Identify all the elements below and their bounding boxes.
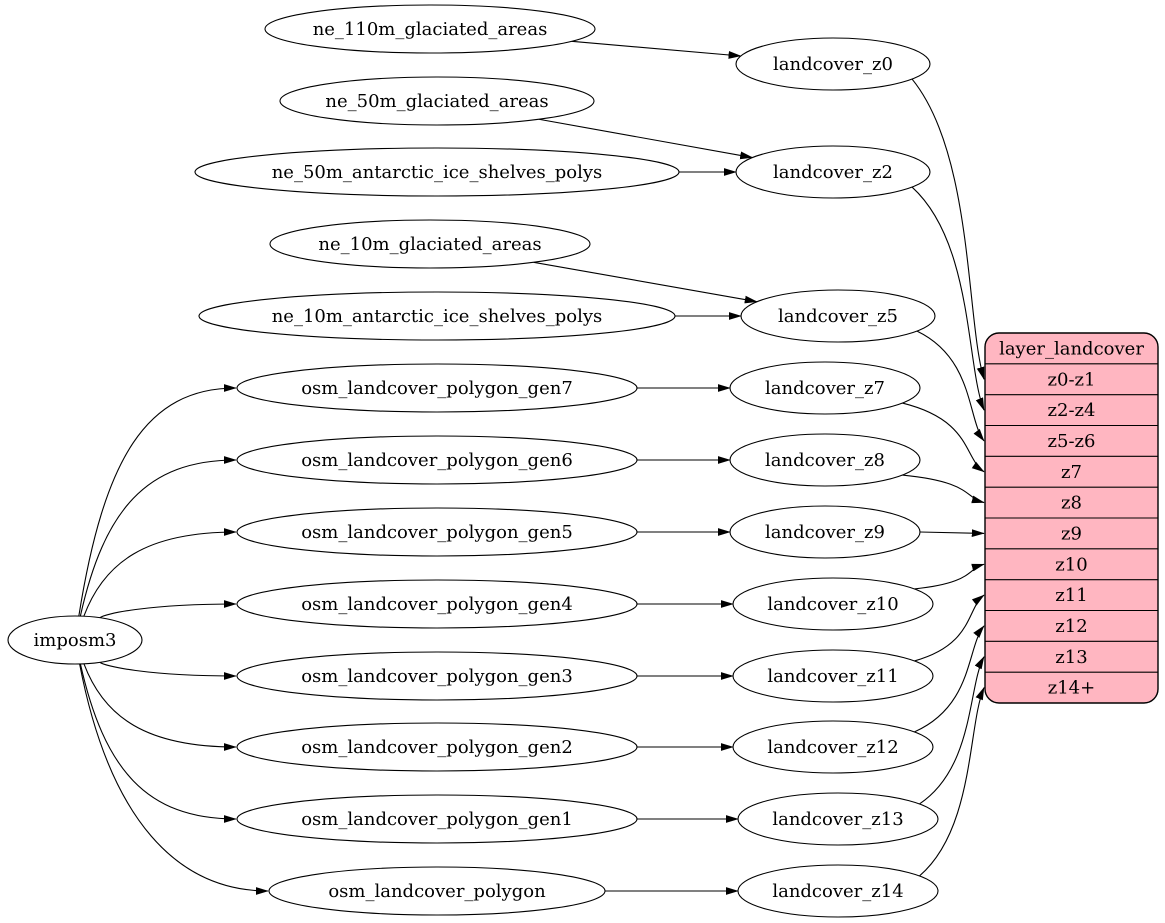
labels-layer: imposm3 ne_110m_glaciated_areas ne_50m_gla… [34, 19, 1145, 902]
node-label-osm_landcover_polygon_gen4: osm_landcover_polygon_gen4 [301, 594, 573, 615]
edge-imposm3-to-osm_landcover_polygon_gen5 [83, 528, 237, 617]
node-label-osm_landcover_polygon_gen5: osm_landcover_polygon_gen5 [301, 522, 573, 543]
edge-imposm3-to-osm_landcover_polygon_gen2 [83, 663, 237, 751]
node-osm_landcover_polygon_gen4 [236, 579, 638, 629]
node-landcover_z5 [740, 289, 936, 343]
node-label-landcover_z0: landcover_z0 [773, 54, 893, 75]
edge-landcover_z11-to-z11 [914, 594, 985, 662]
node-osm_landcover_polygon [268, 866, 606, 916]
edge-landcover_z9-to-z9 [919, 529, 985, 538]
edge-imposm3-to-osm_landcover_polygon_gen1 [79, 663, 237, 823]
edge-imposm3-to-osm_landcover_polygon_gen4 [99, 600, 237, 619]
node-label-ne_10m_antarctic_ice_shelves_polys: ne_10m_antarctic_ice_shelves_polys [272, 306, 603, 327]
node-label-osm_landcover_polygon_gen6: osm_landcover_polygon_gen6 [301, 450, 573, 471]
record-row-z8: z8 [1061, 493, 1082, 514]
record-row-z9: z9 [1061, 523, 1082, 544]
record-row-z7: z7 [1061, 462, 1082, 483]
record-row-z10: z10 [1055, 554, 1087, 575]
edge-imposm3-to-osm_landcover_polygon_gen7 [78, 384, 237, 617]
edge-imposm3-to-osm_landcover_polygon [79, 663, 269, 895]
edge-landcover_z12-to-z12 [914, 625, 985, 733]
node-landcover_z9 [729, 505, 921, 559]
node-landcover_z14 [737, 864, 939, 918]
node-label-imposm3: imposm3 [34, 630, 117, 651]
node-osm_landcover_polygon_gen3 [236, 651, 638, 701]
edge-landcover_z14-to-z14+ [919, 686, 985, 877]
record-row-z14+: z14+ [1048, 678, 1095, 699]
record-row-z2-z4: z2-z4 [1048, 400, 1096, 421]
edges-layer [78, 40, 985, 895]
node-label-ne_10m_glaciated_areas: ne_10m_glaciated_areas [318, 234, 541, 255]
node-osm_landcover_polygon_gen1 [236, 794, 638, 844]
node-label-landcover_z7: landcover_z7 [765, 378, 885, 399]
node-label-ne_50m_antarctic_ice_shelves_polys: ne_50m_antarctic_ice_shelves_polys [272, 162, 603, 183]
node-label-landcover_z9: landcover_z9 [765, 522, 885, 543]
edge-landcover_z10-to-z10 [914, 563, 985, 590]
node-landcover_z10 [732, 577, 934, 631]
node-label-osm_landcover_polygon_gen2: osm_landcover_polygon_gen2 [301, 737, 573, 758]
node-osm_landcover_polygon_gen7 [236, 363, 638, 413]
record-row-z0-z1: z0-z1 [1048, 369, 1096, 390]
node-label-ne_110m_glaciated_areas: ne_110m_glaciated_areas [313, 19, 548, 40]
node-label-landcover_z5: landcover_z5 [778, 306, 898, 327]
node-osm_landcover_polygon_gen2 [236, 722, 638, 772]
node-ne_50m_antarctic_ice_shelves_polys [194, 147, 680, 197]
node-ne_50m_glaciated_areas [279, 76, 595, 126]
edge-landcover_z0-to-z0-z1 [911, 78, 985, 381]
node-landcover_z2 [735, 145, 931, 199]
node-landcover_z11 [732, 649, 934, 703]
node-label-osm_landcover_polygon: osm_landcover_polygon [328, 881, 546, 902]
node-ne_10m_glaciated_areas [269, 219, 591, 269]
node-label-landcover_z10: landcover_z10 [767, 594, 898, 615]
edge-imposm3-to-osm_landcover_polygon_gen3 [99, 661, 237, 680]
node-landcover_z13 [737, 792, 939, 846]
node-label-osm_landcover_polygon_gen3: osm_landcover_polygon_gen3 [301, 666, 573, 687]
node-landcover_z7 [729, 361, 921, 415]
record-row-z11: z11 [1055, 585, 1087, 606]
node-label-landcover_z13: landcover_z13 [772, 809, 903, 830]
edge-landcover_z13-to-z13 [919, 656, 985, 805]
node-label-landcover_z12: landcover_z12 [767, 737, 898, 758]
nodes-layer [7, 4, 1159, 918]
node-label-osm_landcover_polygon_gen7: osm_landcover_polygon_gen7 [301, 378, 573, 399]
node-label-landcover_z14: landcover_z14 [772, 881, 903, 902]
record-layer_landcover [984, 332, 1159, 704]
edge-landcover_z2-to-z2-z4 [911, 186, 985, 411]
node-ne_110m_glaciated_areas [264, 4, 596, 54]
edge-landcover_z5-to-z5-z6 [916, 330, 985, 442]
edge-landcover_z8-to-z8 [902, 474, 985, 504]
record-header-layer_landcover: layer_landcover [999, 338, 1144, 359]
edge-landcover_z7-to-z7 [902, 402, 985, 473]
node-ne_10m_antarctic_ice_shelves_polys [198, 291, 676, 341]
node-label-landcover_z8: landcover_z8 [765, 450, 885, 471]
record-row-z12: z12 [1055, 616, 1087, 637]
node-label-osm_landcover_polygon_gen1: osm_landcover_polygon_gen1 [301, 809, 573, 830]
node-label-ne_50m_glaciated_areas: ne_50m_glaciated_areas [325, 91, 548, 112]
node-label-landcover_z11: landcover_z11 [767, 666, 898, 687]
edge-ne_10m_glaciated_areas-to-landcover_z5 [533, 261, 758, 304]
node-osm_landcover_polygon_gen5 [236, 507, 638, 557]
node-landcover_z12 [732, 720, 934, 774]
edge-imposm3-to-osm_landcover_polygon_gen6 [79, 456, 237, 617]
edge-ne_110m_glaciated_areas-to-landcover_z0 [571, 40, 742, 59]
record-row-z13: z13 [1055, 647, 1087, 668]
node-imposm3 [7, 615, 143, 665]
node-label-landcover_z2: landcover_z2 [773, 162, 893, 183]
node-osm_landcover_polygon_gen6 [236, 435, 638, 485]
node-landcover_z8 [729, 433, 921, 487]
record-row-z5-z6: z5-z6 [1048, 431, 1096, 452]
node-landcover_z0 [735, 37, 931, 91]
edge-ne_50m_glaciated_areas-to-landcover_z2 [538, 118, 754, 160]
